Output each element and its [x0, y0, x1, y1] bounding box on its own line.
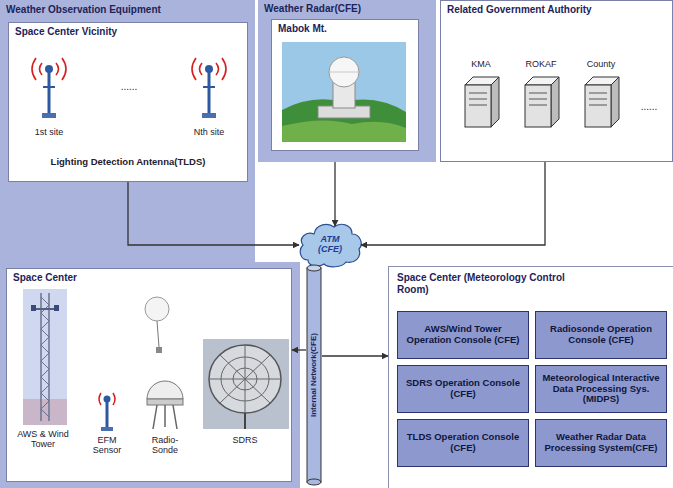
server-icons [441, 1, 672, 161]
console-label: Weather Radar Data Processing System(CFE… [540, 432, 662, 454]
label-holder: County [576, 59, 626, 69]
console-label: SDRS Operation Console (CFE) [402, 378, 524, 400]
label-holder: KMA [456, 59, 506, 69]
server-symbol [585, 77, 619, 127]
console-label: TLDS Operation Console (CFE) [402, 432, 524, 454]
connector-arrow [292, 349, 306, 350]
server-label: ROKAF [516, 59, 566, 69]
label-holder: 1st site [19, 127, 79, 137]
label-holder: Internal Network(CFE) [310, 333, 318, 417]
console-box: Weather Radar Data Processing System(CFE… [535, 419, 667, 467]
site-panel: Space CenterAWS & Wind Tower EFM Sensor Ra… [6, 268, 292, 482]
dish-picture [203, 339, 289, 429]
ellipsis-mark: ...... [109, 81, 149, 93]
label-holder: ...... [109, 81, 149, 93]
vicinity-panel: Space Center Vicinity 1st site...... Nth s… [8, 22, 248, 182]
panel-title: Space Center Vicinity [15, 26, 241, 38]
site-panel: Mabok Mt. [271, 19, 419, 151]
ellipsis-mark: ...... [629, 101, 669, 113]
server-symbol [465, 77, 499, 127]
console-label: Radiosonde Operation Console (CFE) [540, 324, 662, 346]
server-label: County [576, 59, 626, 69]
antenna-symbol [192, 58, 226, 118]
label-holder: Nth site [179, 127, 239, 137]
panel-title: Space Center (Meteorology Control Room) [397, 272, 582, 296]
server-symbol [525, 77, 559, 127]
radar-site-picture [282, 42, 406, 142]
panel-title: Weather Observation Equipment [6, 4, 294, 16]
caption-label: Lighting Detection Antenna(TLDS) [9, 157, 247, 168]
panel-title: Space Center [13, 272, 285, 284]
label-holder: SDRS [220, 435, 270, 445]
console-label: AWS/Wind Tower Operation Console (CFE) [402, 324, 524, 346]
label-holder: ...... [629, 101, 669, 113]
antenna-icons [9, 23, 247, 123]
connector-arrow [334, 162, 335, 226]
network-cloud: ATM (CFE) [298, 222, 362, 268]
console-box: TLDS Operation Console (CFE) [397, 419, 529, 467]
authority-panel: Related Government AuthorityKMA ROKAF Coun… [440, 0, 673, 162]
panel-title: Related Government Authority [447, 4, 666, 16]
bus-label: Internal Network(CFE) [310, 333, 318, 417]
tower-picture [23, 289, 67, 425]
panel-title: Mabok Mt. [278, 23, 412, 35]
balloon-picture [145, 297, 169, 353]
antenna-symbol [32, 58, 66, 118]
site-label: 1st site [19, 127, 79, 137]
console-box: SDRS Operation Console (CFE) [397, 365, 529, 413]
device-label: AWS & Wind Tower [15, 429, 71, 450]
control-room-panel: Space Center (Meteorology Control Room) A… [388, 266, 673, 488]
console-box: Radiosonde Operation Console (CFE) [535, 311, 667, 359]
panel-title: Weather Radar(CFE) [264, 3, 430, 15]
device-label: SDRS [220, 435, 270, 445]
label-holder: EFM Sensor [85, 435, 129, 456]
connector-arrow [361, 162, 545, 245]
device-label: Radio-Sonde [143, 435, 187, 456]
radiosonde-dome [147, 381, 183, 429]
site-label: Nth site [179, 127, 239, 137]
label-holder: Radio-Sonde [143, 435, 187, 456]
connector-arrow [322, 355, 388, 356]
device-label: EFM Sensor [85, 435, 129, 456]
equipment-region: Weather Observation Equipment Space Cent… [0, 0, 300, 488]
console-box: Meteorological Interactive Data Processi… [535, 365, 667, 413]
label-holder: ROKAF [516, 59, 566, 69]
console-box: AWS/Wind Tower Operation Console (CFE) [397, 311, 529, 359]
cloud-label: ATM (CFE) [310, 235, 350, 255]
label-holder: AWS & Wind Tower [15, 429, 71, 450]
label-holder: Lighting Detection Antenna(TLDS) [9, 157, 247, 168]
server-label: KMA [456, 59, 506, 69]
console-label: Meteorological Interactive Data Processi… [540, 373, 662, 406]
efm-sensor-symbol [99, 393, 115, 431]
radar-panel: Weather Radar(CFE) Mabok Mt. [258, 0, 436, 162]
network-bus: Internal Network(CFE) [306, 264, 322, 486]
